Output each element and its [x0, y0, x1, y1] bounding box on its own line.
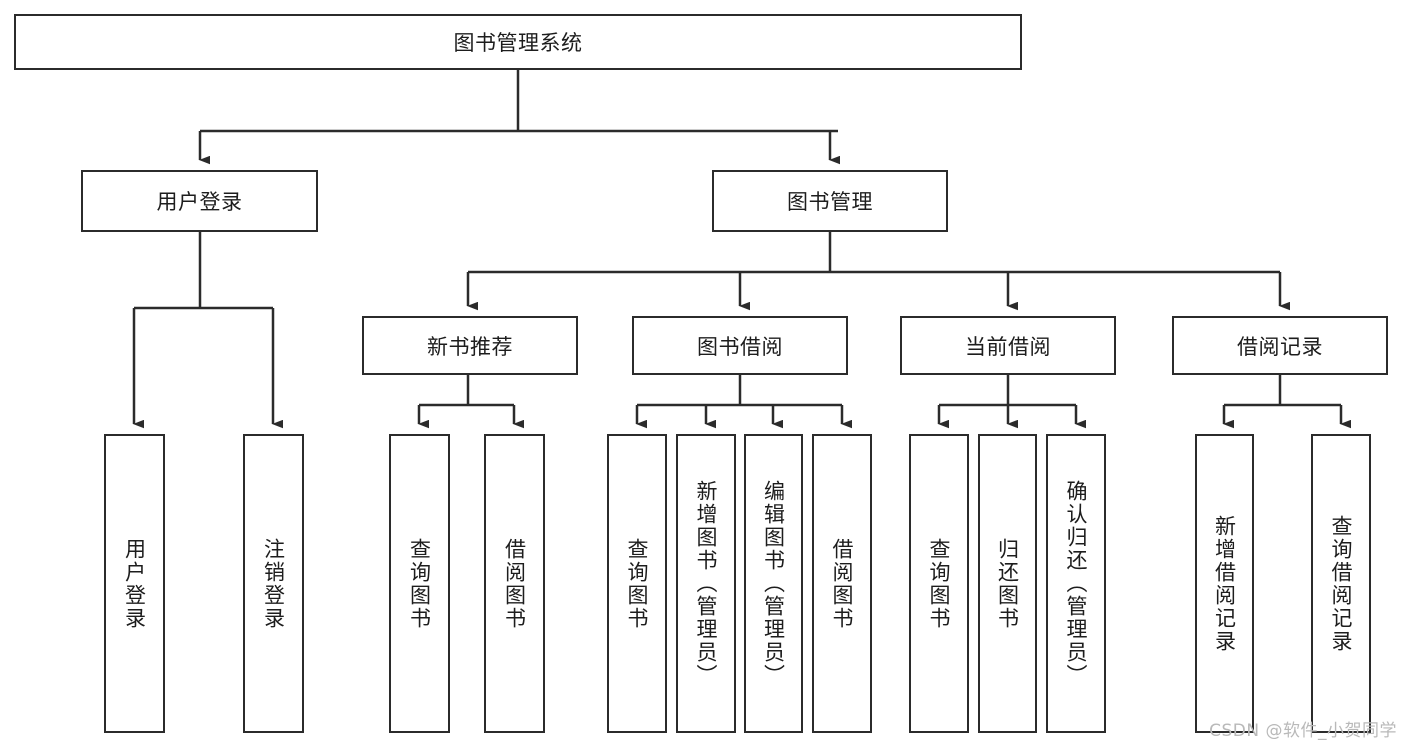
leaf-confirm-return[interactable]: 确认归还（管理员）: [1046, 434, 1106, 733]
leaf-query-book-1[interactable]: 查询图书: [389, 434, 450, 733]
leaf-edit-book[interactable]: 编辑图书（管理员）: [744, 434, 803, 733]
node-label: 图书借阅: [697, 334, 783, 359]
node-book-management-system[interactable]: 图书管理系统: [14, 14, 1022, 70]
node-label: 借阅图书: [502, 537, 527, 630]
leaf-query-book-3[interactable]: 查询图书: [909, 434, 969, 733]
leaf-logout-login[interactable]: 注销登录: [243, 434, 304, 733]
node-label: 当前借阅: [965, 334, 1051, 359]
node-label: 新增借阅记录: [1212, 514, 1237, 653]
node-label: 图书管理: [787, 190, 873, 214]
node-label: 查询图书: [625, 537, 650, 630]
leaf-return-book[interactable]: 归还图书: [978, 434, 1037, 733]
leaf-borrow-book-2[interactable]: 借阅图书: [812, 434, 872, 733]
node-label: 借阅图书: [830, 537, 855, 630]
node-label: 新书推荐: [427, 334, 513, 359]
node-label: 用户登录: [122, 537, 147, 630]
leaf-borrow-book-1[interactable]: 借阅图书: [484, 434, 545, 733]
node-book-borrow[interactable]: 图书借阅: [632, 316, 848, 375]
leaf-add-book[interactable]: 新增图书（管理员）: [676, 434, 736, 733]
node-user-login[interactable]: 用户登录: [81, 170, 318, 232]
node-label: 查询借阅记录: [1329, 514, 1354, 653]
leaf-add-record[interactable]: 新增借阅记录: [1195, 434, 1254, 733]
node-label: 借阅记录: [1237, 334, 1323, 359]
node-label: 注销登录: [261, 537, 286, 630]
node-label: 查询图书: [407, 537, 432, 630]
leaf-user-login[interactable]: 用户登录: [104, 434, 165, 733]
node-label: 确认归还（管理员）: [1064, 480, 1089, 687]
node-current-borrow[interactable]: 当前借阅: [900, 316, 1116, 375]
csdn-watermark: CSDN @软件_小贺同学: [1209, 721, 1397, 741]
node-new-book-recommend[interactable]: 新书推荐: [362, 316, 578, 375]
node-label: 归还图书: [995, 537, 1020, 630]
leaf-query-book-2[interactable]: 查询图书: [607, 434, 667, 733]
node-label: 图书管理系统: [453, 31, 583, 55]
node-book-manage[interactable]: 图书管理: [712, 170, 948, 232]
node-borrow-record[interactable]: 借阅记录: [1172, 316, 1388, 375]
node-label: 新增图书（管理员）: [694, 480, 719, 687]
node-label: 查询图书: [927, 537, 952, 630]
node-label: 用户登录: [156, 190, 243, 214]
node-label: 编辑图书（管理员）: [761, 480, 786, 687]
leaf-query-record[interactable]: 查询借阅记录: [1311, 434, 1371, 733]
